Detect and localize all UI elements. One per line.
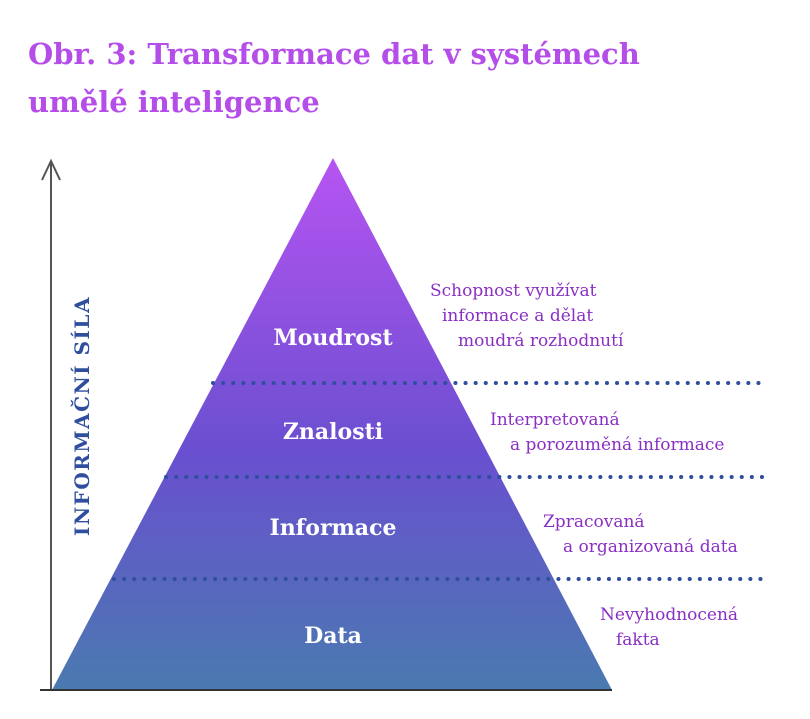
level-label-informace: Informace xyxy=(270,515,397,541)
title-line-1: Obr. 3: Transformace dat v systémech xyxy=(28,37,640,71)
level-label-znalosti: Znalosti xyxy=(283,419,383,445)
description-line: fakta xyxy=(616,630,660,650)
arrowhead-icon xyxy=(41,158,61,181)
description-line: informace a dělat xyxy=(442,306,594,326)
title-line-2: umělé inteligence xyxy=(28,85,320,119)
description-line: Zpracovaná xyxy=(543,512,645,532)
description-informace: Zpracovaná a organizovaná data xyxy=(543,510,738,560)
description-line: Interpretovaná xyxy=(490,410,620,430)
description-line: a porozuměná informace xyxy=(510,435,725,455)
level-label-data: Data xyxy=(304,623,362,649)
description-znalosti: Interpretovaná a porozuměná informace xyxy=(490,408,724,458)
description-line: a organizovaná data xyxy=(563,537,738,557)
axis-label: INFORMAČNÍ SÍLA xyxy=(69,296,94,536)
description-line: Schopnost využívat xyxy=(430,281,597,301)
description-line: moudrá rozhodnutí xyxy=(458,331,624,351)
axis-arrow xyxy=(41,158,61,690)
description-line: Nevyhodnocená xyxy=(600,605,739,625)
level-label-moudrost: Moudrost xyxy=(273,325,393,351)
description-data: Nevyhodnocená fakta xyxy=(600,603,738,653)
description-moudrost: Schopnost využívat informace a dělat mou… xyxy=(430,279,623,354)
figure-title: Obr. 3: Transformace dat v systémech umě… xyxy=(28,30,788,126)
pyramid-shape xyxy=(52,158,612,690)
